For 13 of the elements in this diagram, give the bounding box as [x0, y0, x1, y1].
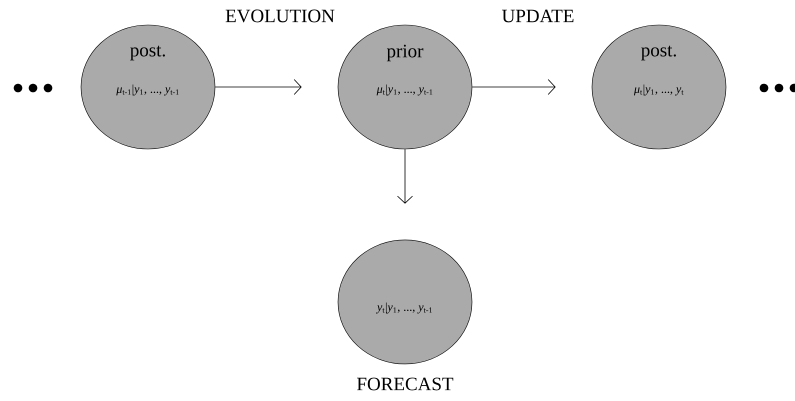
stage-label: UPDATE: [502, 10, 574, 22]
node-title: post.: [130, 46, 165, 60]
stage-label: EVOLUTION: [226, 10, 334, 22]
arrow: [472, 79, 556, 95]
formula-text: μ$_{t}$|y$_{1}$, ..., y$_{t}$: [634, 84, 684, 96]
node-caption: FORECAST: [357, 378, 454, 390]
formula-text: μ$_{t}$|y$_{1}$, ..., y$_{t-1}$: [376, 84, 432, 96]
formula-text: y$_{t}$|y$_{1}$, ..., y$_{t-1}$: [376, 302, 432, 314]
arrow: [214, 79, 302, 95]
node-title: post.: [641, 46, 676, 60]
arrow: [397, 148, 413, 204]
node-title: prior: [386, 44, 424, 62]
formula-text: μ$_{t-1}$|y$_{1}$, ..., y$_{t-1}$: [116, 84, 179, 96]
